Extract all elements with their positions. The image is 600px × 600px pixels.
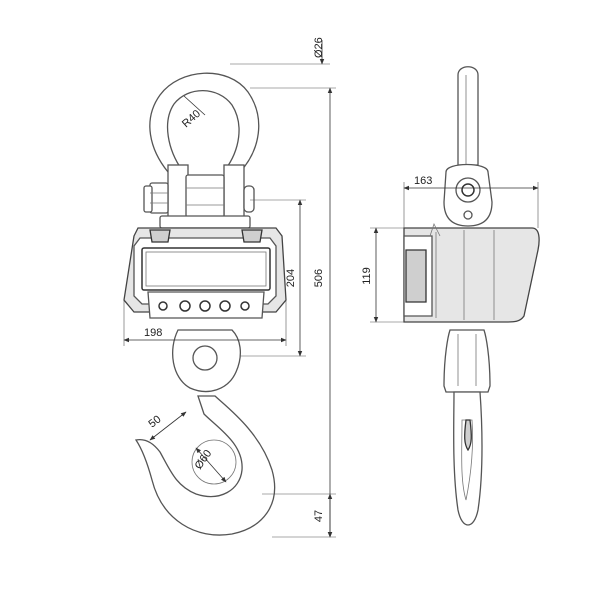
- dim-label-side-height: 119: [361, 267, 373, 285]
- dim-label-side-depth: 163: [414, 175, 432, 187]
- dim-side-height: 119: [361, 227, 404, 323]
- dim-label-hook-tip: 47: [313, 510, 325, 522]
- dim-label-body-height: 204: [285, 269, 297, 287]
- side-body: [403, 222, 540, 323]
- hook-eye: [172, 329, 242, 393]
- crane-hook: [134, 395, 276, 536]
- dim-pin-diameter: Ø26: [230, 37, 330, 65]
- dim-total-height: 506: [250, 87, 336, 538]
- dim-hook-throat: 50: [146, 411, 187, 441]
- dim-label-hook-diameter: Ø60: [193, 448, 215, 472]
- key-button: [199, 300, 211, 312]
- dim-label-body-width: 198: [144, 327, 162, 339]
- dim-body-height: 204: [240, 199, 306, 357]
- dim-label-total-height: 506: [313, 269, 325, 287]
- scale-body: [123, 227, 287, 319]
- dim-side-depth: 163: [403, 175, 539, 228]
- key-button: [240, 301, 250, 311]
- dim-label-pin-diameter: Ø26: [313, 37, 325, 58]
- side-hook: [443, 329, 491, 526]
- front-view: Ø26 R40 506 204 198: [123, 37, 336, 538]
- dim-shackle-radius: R40: [180, 95, 206, 130]
- dim-body-width: 198: [123, 300, 287, 346]
- shackle: [143, 72, 260, 229]
- key-button: [219, 300, 231, 312]
- dim-hook-tip: 47: [262, 493, 336, 538]
- side-view: 163 119: [361, 66, 540, 526]
- key-button: [158, 301, 168, 311]
- side-shackle: [443, 66, 493, 227]
- dim-label-hook-throat: 50: [146, 413, 163, 430]
- keypad: [158, 300, 250, 312]
- key-button: [179, 300, 191, 312]
- dim-label-shackle-radius: R40: [180, 108, 203, 130]
- display-window: [141, 247, 271, 291]
